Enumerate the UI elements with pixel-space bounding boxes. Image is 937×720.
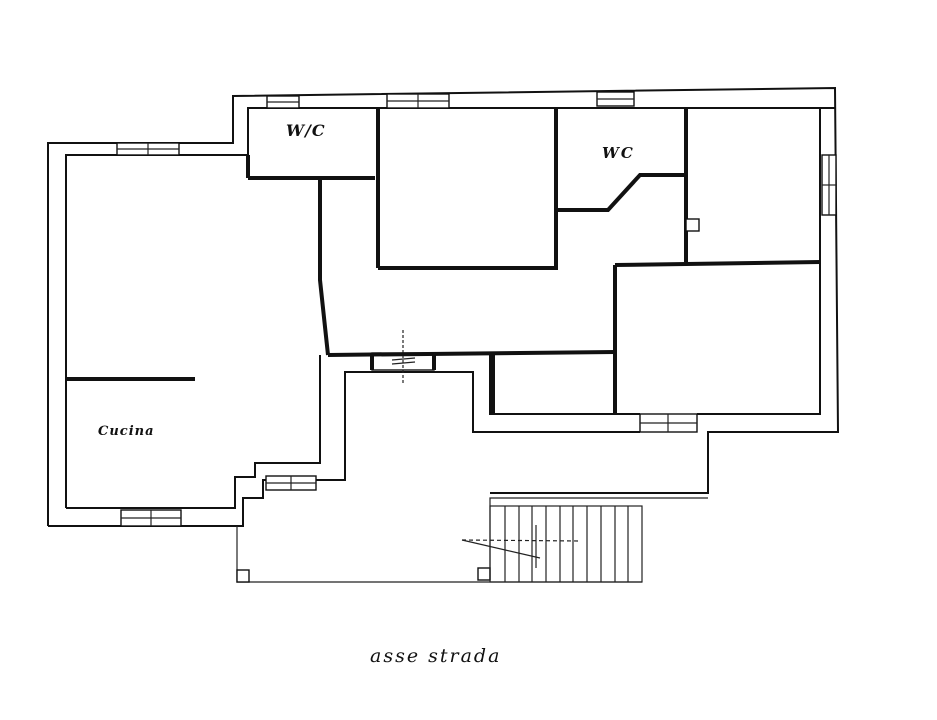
pillar-east xyxy=(477,567,491,581)
room-label-kitchen: Cucina xyxy=(98,424,155,439)
street-axis-label: asse strada xyxy=(370,645,502,667)
room-label-wc: W/C xyxy=(286,121,326,140)
room-label-wc-2: WC xyxy=(602,144,635,162)
windows xyxy=(116,91,837,527)
pillar-west xyxy=(236,569,250,583)
interior-walls xyxy=(66,108,821,414)
terrace xyxy=(236,497,708,583)
wc2-shaft xyxy=(685,218,700,232)
staircase xyxy=(489,505,643,583)
